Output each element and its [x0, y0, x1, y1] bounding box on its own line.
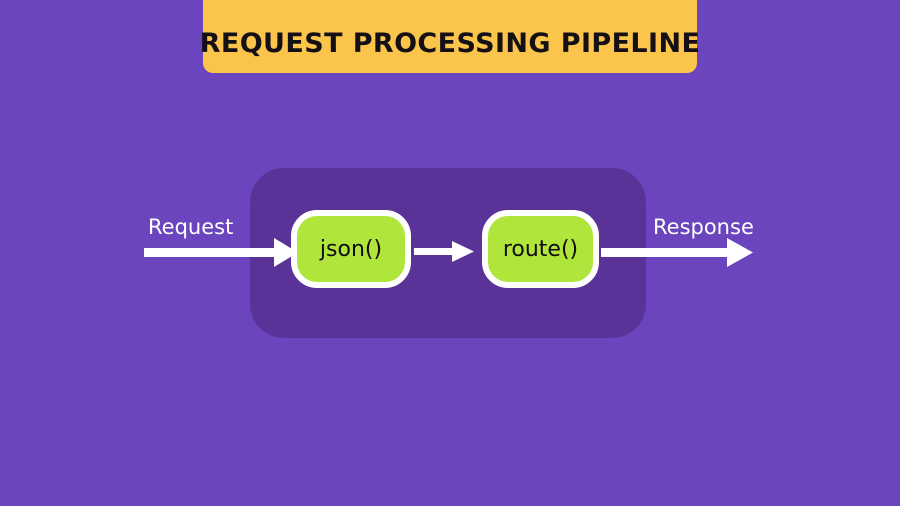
edge-label-request: Request [148, 215, 234, 239]
page-title: REQUEST PROCESSING PIPELINE [199, 28, 701, 59]
pipeline-node-route[interactable]: route() [482, 210, 599, 288]
pipeline-node-route-label: route() [502, 236, 579, 262]
title-banner: REQUEST PROCESSING PIPELINE [200, 0, 700, 73]
edge-label-response: Response [653, 215, 754, 239]
pipeline-node-json-label: json() [319, 236, 383, 262]
pipeline-node-json[interactable]: json() [291, 210, 411, 288]
